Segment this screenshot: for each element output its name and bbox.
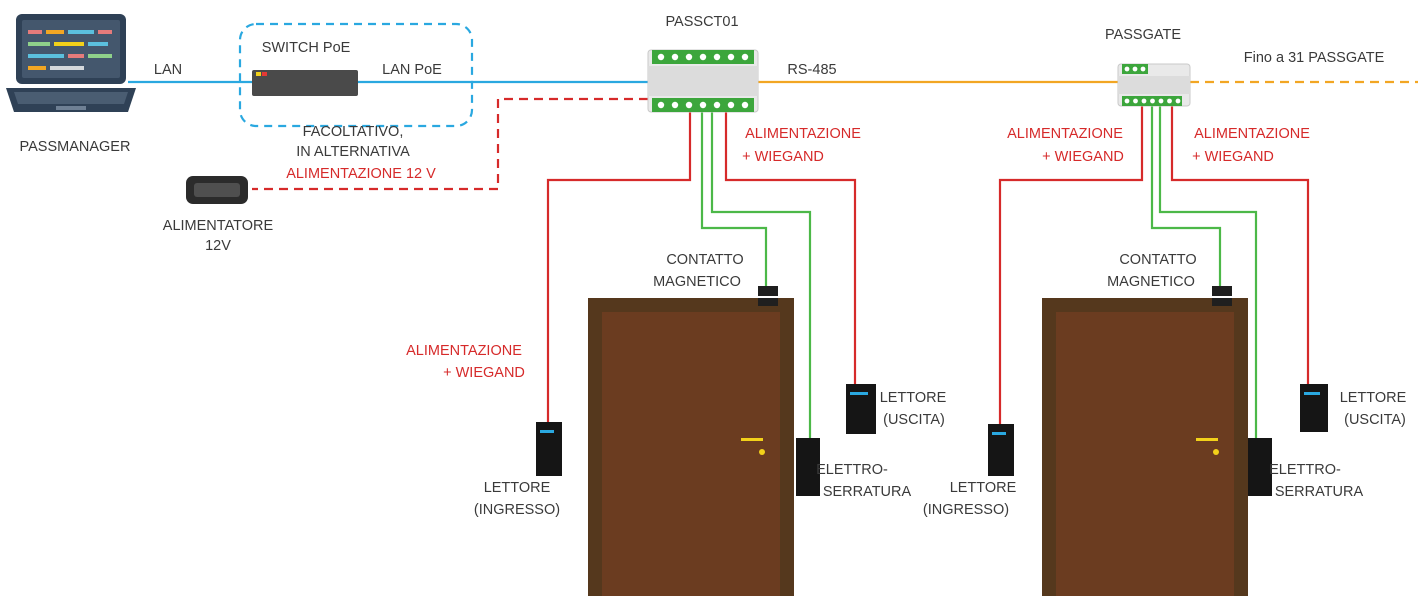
optional-label-line3: ALIMENTAZIONE 12 V bbox=[286, 166, 436, 182]
door2-contact-line2: MAGNETICO bbox=[1107, 274, 1195, 290]
terminal-screw bbox=[713, 101, 721, 109]
optional-label-line1: FACOLTATIVO, bbox=[303, 124, 404, 140]
door2-reader-in-line1: LETTORE bbox=[950, 480, 1017, 496]
passgate-lock-wire bbox=[1158, 106, 1258, 438]
terminal-screw bbox=[727, 53, 735, 61]
passmanager-label: PASSMANAGER bbox=[20, 139, 131, 155]
passgate-contact-wire bbox=[1150, 106, 1222, 286]
passct01-contact-wire bbox=[700, 112, 768, 286]
terminal-screw bbox=[1132, 66, 1138, 72]
passct01-bottom-terminals bbox=[657, 101, 749, 109]
passct01-reader-out-wire bbox=[724, 112, 857, 386]
passgate-top-terminals bbox=[1124, 66, 1146, 72]
alimentatore-label-line2: 12V bbox=[205, 238, 231, 254]
door-1 bbox=[588, 298, 794, 596]
terminal-screw bbox=[1175, 98, 1181, 104]
terminal-screw bbox=[1158, 98, 1164, 104]
terminal-screw bbox=[741, 53, 749, 61]
passct01-reader-in-wire bbox=[546, 112, 692, 422]
lan-poe-label: LAN PoE bbox=[382, 62, 442, 78]
door2-reader-out-line2: (USCITA) bbox=[1344, 412, 1406, 428]
terminal-screw bbox=[657, 53, 665, 61]
passct01-lock-wire bbox=[710, 112, 812, 438]
terminal-screw bbox=[1124, 66, 1130, 72]
passct01-label: PASSCT01 bbox=[665, 14, 738, 30]
door1-reader-in-line1: LETTORE bbox=[484, 480, 551, 496]
door2-lock-line2: SERRATURA bbox=[1275, 484, 1364, 500]
terminal-screw bbox=[727, 101, 735, 109]
gate-out-alim-line2: + WIEGAND bbox=[1192, 149, 1274, 165]
door-2 bbox=[1042, 298, 1248, 596]
door2-lock-line1: ELETTRO- bbox=[1269, 462, 1341, 478]
more-passgate-label: Fino a 31 PASSGATE bbox=[1244, 50, 1385, 66]
door-2-electric-lock bbox=[1248, 438, 1272, 496]
door1-contact-line1: CONTATTO bbox=[666, 252, 743, 268]
door1-reader-out-line1: LETTORE bbox=[880, 390, 947, 406]
terminal-screw bbox=[713, 53, 721, 61]
gate-in-alim-line1: ALIMENTAZIONE bbox=[1007, 126, 1123, 142]
poe-switch-icon bbox=[252, 70, 358, 96]
optional-power-wire bbox=[252, 97, 648, 191]
terminal-screw bbox=[1124, 98, 1130, 104]
rs485-label: RS-485 bbox=[787, 62, 836, 78]
terminal-screw bbox=[657, 101, 665, 109]
gate-out-alim-line1: ALIMENTAZIONE bbox=[1194, 126, 1310, 142]
lan-label: LAN bbox=[154, 62, 182, 78]
switch-optional-frame bbox=[238, 22, 474, 128]
passgate-reader-out-wire bbox=[1170, 106, 1310, 384]
passgate-label: PASSGATE bbox=[1105, 27, 1181, 43]
terminal-screw bbox=[699, 53, 707, 61]
ct01-out-alim-line2: + WIEGAND bbox=[742, 149, 824, 165]
alimentatore-label-line1: ALIMENTATORE bbox=[163, 218, 274, 234]
door2-reader-in-line2: (INGRESSO) bbox=[923, 502, 1009, 518]
power-supply-icon bbox=[186, 176, 248, 204]
door-1-electric-lock bbox=[796, 438, 820, 496]
door1-contact-line2: MAGNETICO bbox=[653, 274, 741, 290]
optional-label-line2: IN ALTERNATIVA bbox=[296, 144, 410, 160]
terminal-screw bbox=[671, 53, 679, 61]
terminal-screw bbox=[671, 101, 679, 109]
door-1-reader-out bbox=[846, 384, 876, 434]
laptop-icon bbox=[6, 14, 136, 112]
terminal-screw bbox=[741, 101, 749, 109]
terminal-screw bbox=[1133, 98, 1138, 104]
switch-poe-label: SWITCH PoE bbox=[262, 40, 351, 56]
door-1-reader-in bbox=[536, 422, 562, 476]
passgate-bottom-terminals bbox=[1124, 98, 1181, 104]
door1-reader-out-line2: (USCITA) bbox=[883, 412, 945, 428]
ct01-out-alim-line1: ALIMENTAZIONE bbox=[745, 126, 861, 142]
passct01-controller bbox=[647, 49, 759, 113]
door-2-magnetic-contact bbox=[1212, 286, 1232, 306]
door-2-reader-in bbox=[988, 424, 1014, 476]
terminal-screw bbox=[685, 53, 693, 61]
terminal-screw bbox=[1140, 66, 1146, 72]
door1-reader-in-line2: (INGRESSO) bbox=[474, 502, 560, 518]
door2-reader-out-line1: LETTORE bbox=[1340, 390, 1407, 406]
door2-contact-line1: CONTATTO bbox=[1119, 252, 1196, 268]
terminal-screw bbox=[1141, 98, 1147, 104]
door1-lock-line2: SERRATURA bbox=[823, 484, 912, 500]
terminal-screw bbox=[1167, 98, 1172, 104]
passct01-top-terminals bbox=[657, 53, 749, 61]
door-2-reader-out bbox=[1300, 384, 1328, 432]
ct01-in-alim-line2: + WIEGAND bbox=[443, 365, 525, 381]
terminal-screw bbox=[1150, 98, 1155, 104]
passgate-reader-in-wire bbox=[998, 106, 1144, 424]
door-2-handle bbox=[1196, 438, 1218, 441]
gate-in-alim-line2: + WIEGAND bbox=[1042, 149, 1124, 165]
door-1-magnetic-contact bbox=[758, 286, 778, 306]
ct01-in-alim-line1: ALIMENTAZIONE bbox=[406, 343, 522, 359]
door1-lock-line1: ELETTRO- bbox=[816, 462, 888, 478]
terminal-screw bbox=[699, 101, 707, 109]
terminal-screw bbox=[685, 101, 693, 109]
door-1-handle bbox=[741, 438, 763, 441]
